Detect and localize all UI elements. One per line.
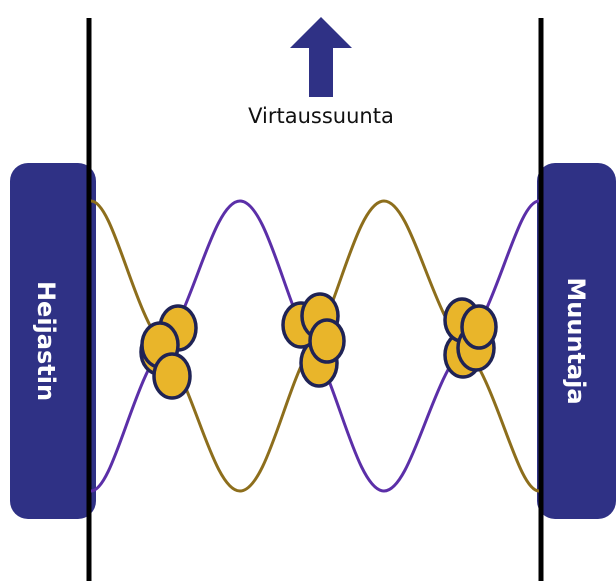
flow-direction-label: Virtaussuunta bbox=[248, 104, 394, 128]
transducer-block: Muuntaja bbox=[537, 163, 616, 519]
reflector-block: Heijastin bbox=[10, 163, 96, 519]
particle bbox=[154, 354, 190, 398]
up-arrow-icon bbox=[290, 17, 352, 97]
particle-cluster-center bbox=[283, 294, 344, 386]
particle-cluster-left bbox=[141, 306, 196, 398]
particle-cluster-right bbox=[445, 299, 496, 377]
particle bbox=[462, 306, 496, 348]
particle bbox=[310, 320, 344, 362]
reflector-label: Heijastin bbox=[32, 281, 60, 401]
transducer-label: Muuntaja bbox=[562, 277, 590, 404]
